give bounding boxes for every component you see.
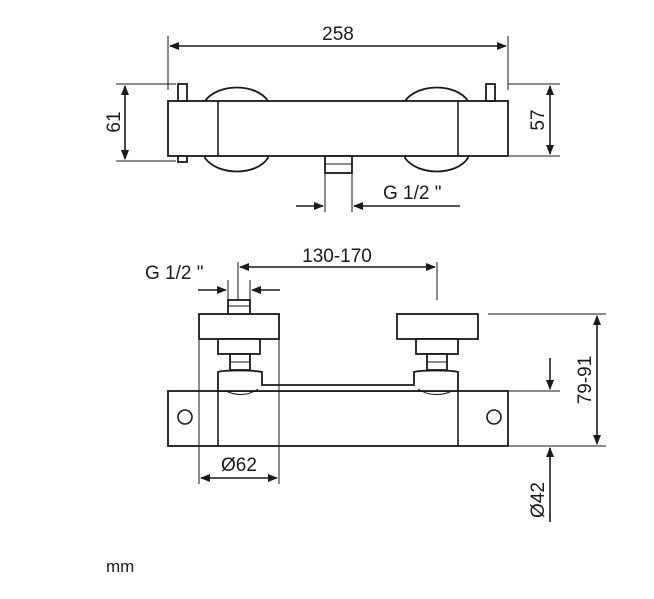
front-view: 130-170 G 1/2 " Ø62: [145, 246, 606, 522]
dim-height-left: 61: [104, 111, 125, 132]
right-eccentric-nut: [396, 313, 479, 340]
dim-end-diameter: Ø62: [221, 455, 257, 476]
left-pin: [177, 83, 188, 102]
dim-projection: 79-91: [575, 356, 596, 405]
dim-body-diameter: Ø42: [528, 482, 549, 518]
left-eccentric-nut: [198, 313, 280, 340]
dim-outlet-thread: G 1/2 ": [383, 183, 442, 204]
right-end-hole: [486, 409, 502, 425]
mixer-body-top: [167, 100, 509, 157]
dim-inlet-thread: G 1/2 ": [145, 263, 204, 284]
units-label: mm: [106, 557, 134, 576]
left-end-hole: [177, 409, 193, 425]
mixer-body-front: [167, 390, 509, 447]
right-pin: [485, 83, 496, 102]
dim-overall-width: 258: [322, 24, 354, 45]
dim-height-right: 57: [528, 109, 549, 130]
top-view: 258 61 57 G 1/2 ": [104, 24, 560, 212]
dim-center-distance: 130-170: [302, 246, 372, 267]
